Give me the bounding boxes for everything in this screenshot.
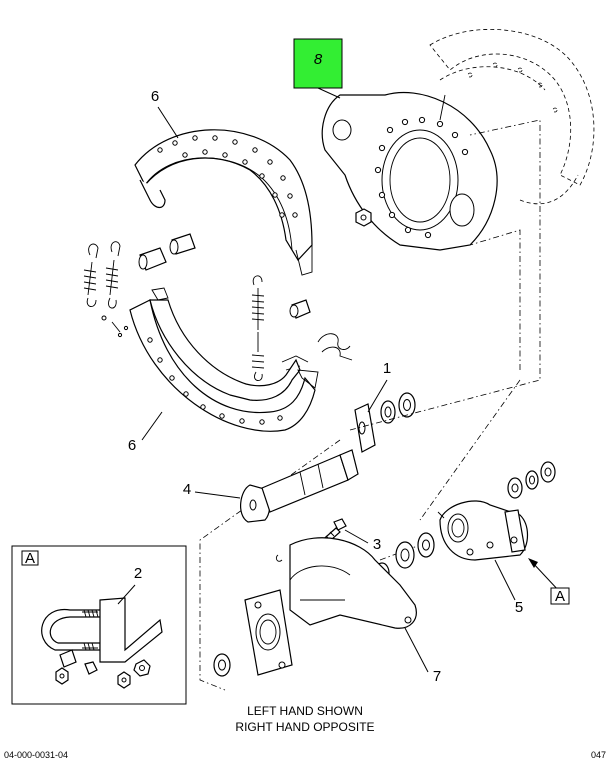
highlight-box-8[interactable]: [293, 38, 343, 89]
camshaft-bracket: [213, 537, 417, 677]
footer-right-code: 047: [591, 750, 606, 760]
upper-brake-shoe: [134, 129, 313, 276]
upper-shoe-rivets: [157, 135, 298, 218]
lower-shoe-rivets: [147, 337, 283, 425]
dust-shield: [429, 29, 595, 205]
callout-7: 7: [433, 668, 441, 685]
return-springs: [83, 241, 129, 338]
callout-6-upper: 6: [151, 88, 159, 105]
callout-4: 4: [183, 481, 191, 498]
camshaft-washer-stack: [354, 392, 416, 453]
footer-left-code: 04-000-0031-04: [4, 750, 68, 760]
slack-adjuster: [437, 500, 529, 561]
callout-2: 2: [134, 565, 142, 582]
detail-a-arrow: [528, 558, 561, 593]
detail-a-inset: A: [11, 545, 187, 705]
s-camshaft: [240, 449, 359, 523]
callout-5: 5: [515, 599, 523, 616]
callout-3: 3: [373, 536, 381, 553]
anchor-pins: [138, 233, 311, 319]
lower-brake-shoe: [129, 287, 319, 432]
brake-spider: [321, 91, 498, 251]
callout-6-lower: 6: [128, 437, 136, 454]
callout-8: 8: [314, 51, 323, 68]
detail-a-label-right: A: [555, 588, 565, 605]
detail-a-box-inset[interactable]: [21, 550, 39, 566]
center-spring: [251, 275, 265, 381]
note-line-1: LEFT HAND SHOWN: [247, 704, 363, 718]
callout-1: 1: [383, 360, 391, 377]
detail-a-label-inset: A: [25, 550, 35, 567]
note-line-2: RIGHT HAND OPPOSITE: [235, 720, 374, 734]
spider-nut: [355, 208, 372, 227]
detail-a-box-right[interactable]: [550, 587, 570, 605]
